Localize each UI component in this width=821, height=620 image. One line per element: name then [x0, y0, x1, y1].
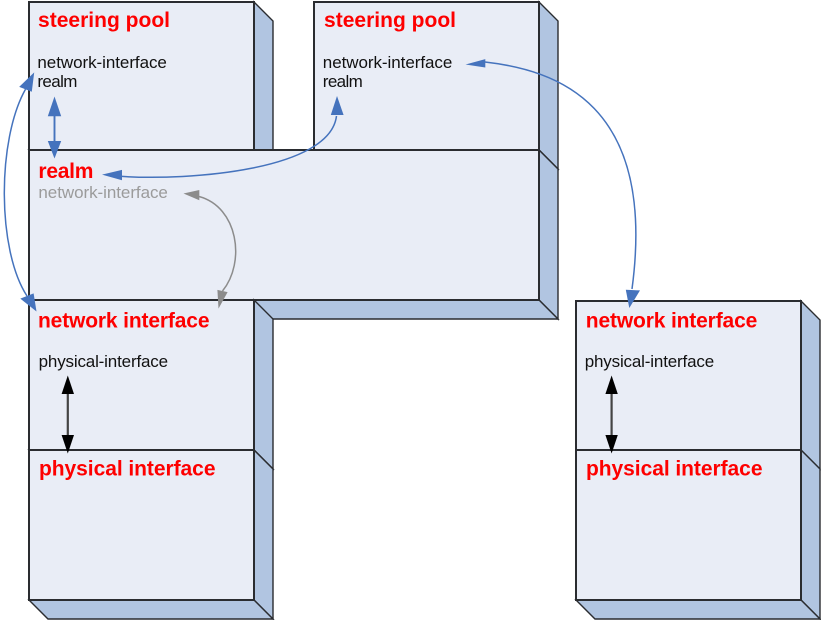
svg-text:physical interface: physical interface: [586, 457, 763, 480]
svg-text:network-interface: network-interface: [323, 53, 453, 72]
svg-text:realm: realm: [37, 72, 77, 91]
svg-text:realm: realm: [323, 72, 363, 91]
svg-text:physical interface: physical interface: [39, 457, 216, 480]
svg-text:network-interface: network-interface: [38, 183, 168, 202]
svg-text:steering pool: steering pool: [324, 9, 456, 32]
svg-text:realm: realm: [38, 160, 93, 183]
svg-text:steering pool: steering pool: [38, 9, 170, 32]
svg-text:physical-interface: physical-interface: [585, 352, 715, 371]
svg-text:physical-interface: physical-interface: [39, 352, 169, 371]
svg-text:network-interface: network-interface: [37, 53, 167, 72]
svg-text:network interface: network interface: [586, 309, 758, 332]
svg-text:network interface: network interface: [38, 309, 210, 332]
